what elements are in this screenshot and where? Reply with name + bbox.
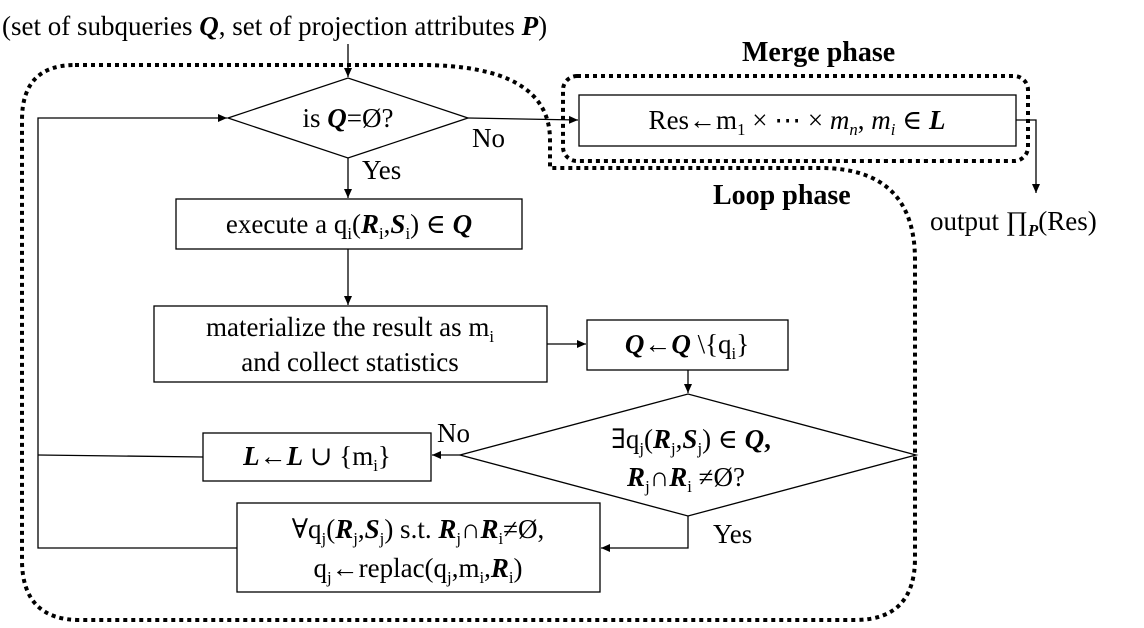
merge-phase-boundary [561, 74, 1030, 163]
execute-subquery-box [175, 198, 523, 250]
materialize-line-1: materialize the result as mi [205, 312, 495, 346]
remove-subquery-label: Q←Q \{qi} [624, 329, 750, 363]
replace-line-2: qj←replac(qj,mi,Ri) [313, 553, 523, 587]
execute-subquery-label: execute a qi(Ri,Si) ∈ Q [225, 209, 473, 243]
decision-q-empty-label: is Q=Ø? [302, 103, 394, 133]
union-to-loop-line [37, 454, 204, 458]
decision-q-empty-no-label: No [472, 123, 505, 153]
decision-overlap-no-label: No [437, 418, 470, 448]
merge-result-box [578, 94, 1017, 147]
materialize-box [153, 305, 548, 383]
arrow-no-to-merge [467, 115, 579, 124]
decision-overlap-line-1: ∃qj(Rj,Sj) ∈ Q, [611, 424, 771, 458]
output-label: output ∏P(Res) [930, 206, 1097, 240]
merge-phase-title: Merge phase [742, 37, 896, 68]
decision-overlap-diamond [457, 393, 919, 517]
union-box [202, 432, 432, 482]
decision-q-empty-yes-label: Yes [362, 155, 402, 185]
materialize-line-2: and collect statistics [241, 347, 459, 377]
remove-subquery-box [586, 319, 789, 371]
union-label: L←L ∪ {mi} [243, 441, 391, 475]
decision-overlap-yes-label: Yes [713, 519, 753, 549]
loop-phase-title: Loop phase [713, 180, 851, 211]
loop-phase-boundary [20, 63, 917, 622]
replace-box [236, 502, 601, 593]
input-label: (set of subqueries Q, set of projection … [2, 11, 548, 41]
merge-result-label: Res←m1 × ⋯ × mn, mi ∈ L [648, 105, 946, 139]
loop-back-line [37, 114, 237, 549]
arrow-yes-to-replace [601, 516, 689, 552]
arrow-merge-to-output [1016, 119, 1040, 193]
replace-line-1: ∀qj(Rj,Sj) s.t. Rj∩Ri≠Ø, [291, 514, 545, 548]
decision-overlap-line-2: Rj∩Ri ≠Ø? [627, 462, 745, 496]
